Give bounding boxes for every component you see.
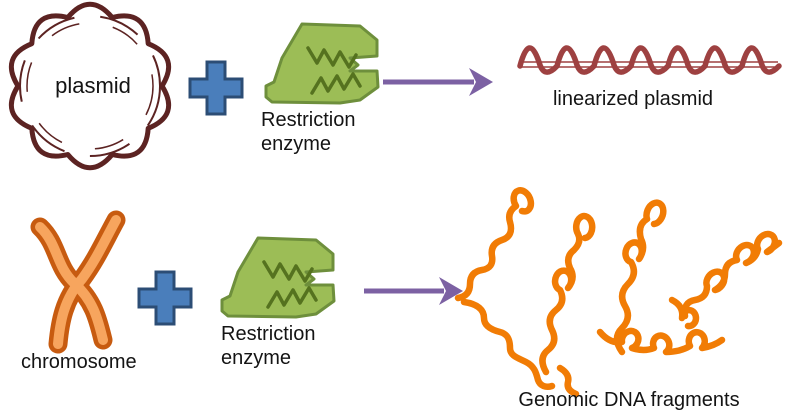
chromosome-shape [30,210,126,354]
linearized-plasmid-shape [517,45,782,75]
genomic-dna-fragments-label: Genomic DNA fragments [518,389,740,411]
restriction-enzyme-label-line1: Restriction [221,323,316,345]
restriction-enzyme-shape [264,22,380,105]
chromosome-label: chromosome [21,351,137,373]
restriction-enzyme-label: Restriction enzyme [221,322,315,370]
restriction-enzyme-label-line2: enzyme [261,133,332,155]
plus-icon [137,270,193,326]
genomic-dna-fragments-shape [454,187,783,398]
arrow-right-icon [364,277,463,305]
plasmid-label: plasmid [55,73,131,98]
plasmid-shape [8,1,172,171]
restriction-enzyme-shape [220,236,336,319]
plus-icon [188,60,244,116]
restriction-enzyme-label: Restriction enzyme [261,108,355,156]
arrow-right-icon [383,68,493,96]
restriction-enzyme-label-line2: enzyme [221,347,292,369]
linearized-plasmid-label: linearized plasmid [552,88,714,110]
restriction-enzyme-label-line1: Restriction [261,109,356,131]
